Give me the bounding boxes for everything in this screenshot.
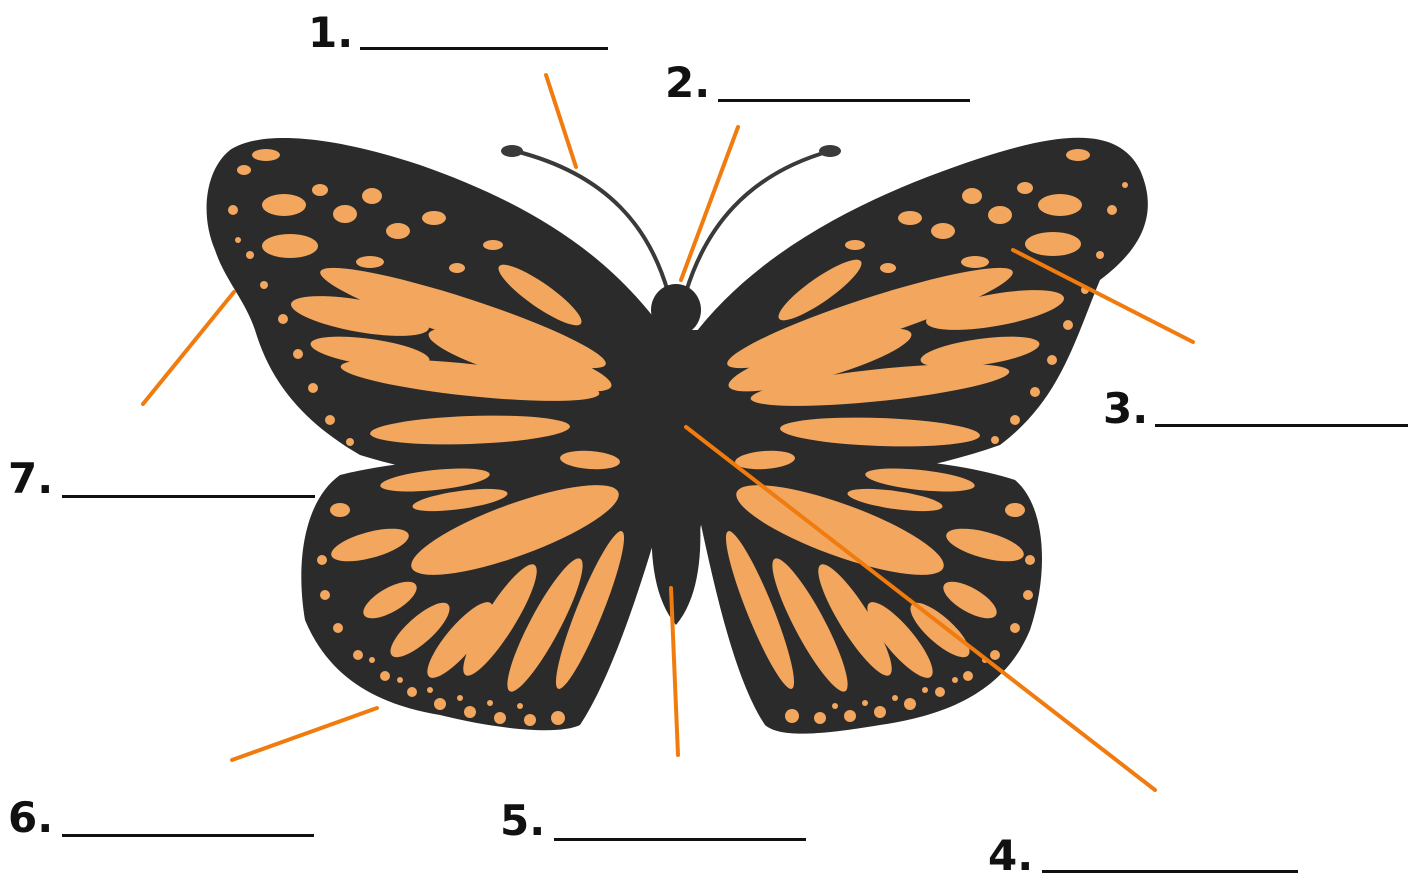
answer-blank-2[interactable] [718,99,970,102]
answer-blank-7[interactable] [62,495,315,498]
pointer-line-7 [143,292,234,404]
label-number-5: 5. [500,800,545,842]
label-number-6: 6. [8,797,53,839]
answer-blank-4[interactable] [1042,870,1298,873]
head [651,284,701,336]
abdomen [652,520,701,625]
answer-blank-1[interactable] [360,47,608,50]
label-number-2: 2. [665,62,710,104]
pointer-line-1 [546,75,576,167]
thorax [643,330,710,530]
answer-blank-5[interactable] [554,838,806,841]
label-number-1: 1. [308,12,353,54]
pointer-line-6 [232,708,377,760]
label-number-7: 7. [8,458,53,500]
label-number-4: 4. [988,835,1033,877]
pointer-line-2 [681,127,738,280]
answer-blank-3[interactable] [1155,424,1408,427]
antenna-tip-right [819,145,841,157]
antenna-tip-left [501,145,523,157]
answer-blank-6[interactable] [62,834,314,837]
label-number-3: 3. [1103,388,1148,430]
